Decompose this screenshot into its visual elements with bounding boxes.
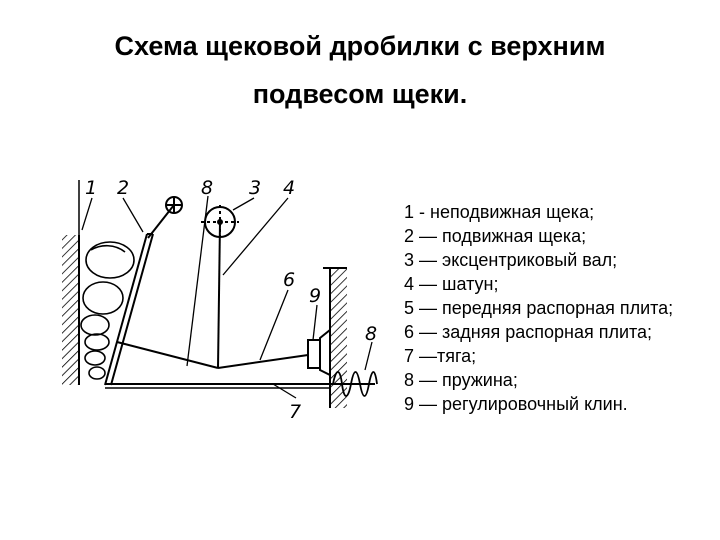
legend-item-1: 1 - неподвижная щека;: [404, 202, 595, 222]
label-7: 7: [289, 401, 301, 423]
upper-hinge: [165, 196, 183, 214]
label-2: 2: [117, 177, 129, 199]
fixed-jaw-wall: [62, 180, 80, 385]
label-3: 3: [249, 177, 261, 199]
leader-lines: [81, 195, 373, 399]
label-8-top: 8: [201, 177, 213, 199]
connecting-rod: [217, 221, 221, 369]
legend-item-5: 5 — передняя распорная плита;: [404, 298, 674, 318]
legend-item-4: 4 — шатун;: [404, 274, 499, 294]
legend-item-2: 2 — подвижная щека;: [404, 226, 587, 246]
diagram-title-line-2: подвесом щеки.: [252, 79, 468, 109]
label-1: 1: [85, 177, 97, 199]
legend-item-7: 7 —тяга;: [404, 346, 477, 366]
spring: [332, 371, 378, 397]
adjusting-wedge: [307, 327, 331, 377]
legend-item-9: 9 — регулировочный клин.: [404, 394, 628, 414]
jaw-crusher-diagram: 1 2 8 3 4 6 9 8 7: [62, 177, 378, 423]
legend-item-6: 6 — задняя распорная плита;: [404, 322, 653, 342]
label-6: 6: [283, 269, 295, 291]
front-toggle-plate: [116, 341, 219, 369]
rear-toggle-plate: [217, 354, 309, 369]
right-frame-wall: [323, 267, 347, 408]
label-4: 4: [283, 177, 295, 199]
legend-item-8: 8 — пружина;: [404, 370, 518, 390]
legend-item-3: 3 — эксцентриковый вал;: [404, 250, 618, 270]
label-8-spring: 8: [365, 323, 377, 345]
movable-jaw: [104, 204, 175, 386]
parts-legend: 1 - неподвижная щека; 2 — подвижная щека…: [404, 200, 673, 416]
diagram-title-line-1: Схема щековой дробилки с верхним: [114, 31, 606, 61]
label-9: 9: [309, 285, 321, 307]
crushed-material: [80, 241, 135, 380]
